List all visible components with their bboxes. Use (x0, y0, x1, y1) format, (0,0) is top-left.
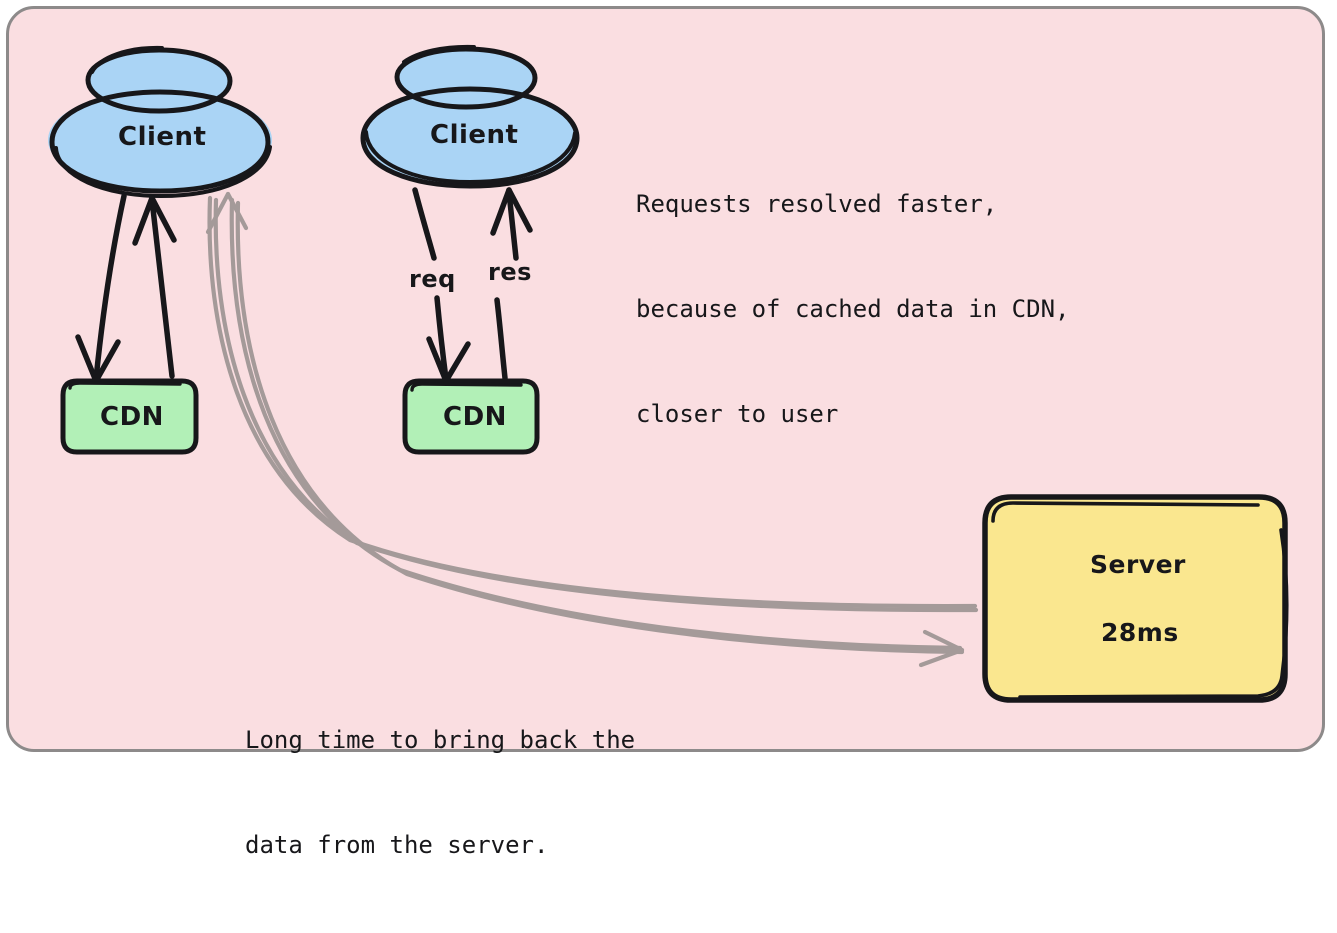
node-cdn-2-label: CDN (443, 402, 507, 432)
node-server-latency: 28ms (1101, 618, 1179, 647)
node-client-1-label: Client (118, 122, 207, 152)
node-cdn-1-label: CDN (100, 402, 164, 432)
edge-label-response: res (488, 258, 532, 286)
annotation-server-note-line-1: Long time to bring back the (245, 726, 636, 754)
annotation-cdn-note: Requests resolved faster, because of cac… (636, 117, 1069, 502)
diagram-canvas: Client Client CDN CDN Server 28ms req re… (6, 6, 1325, 859)
annotation-cdn-note-line-1: Requests resolved faster, (636, 190, 998, 218)
edge-label-request: req (409, 265, 456, 293)
annotation-cdn-note-line-2: because of cached data in CDN, (636, 295, 1070, 323)
annotation-cdn-note-line-3: closer to user (636, 400, 839, 428)
node-server-label: Server (1090, 550, 1186, 579)
annotation-server-note-line-2: data from the server. (245, 831, 549, 859)
node-client-2-label: Client (430, 120, 519, 150)
annotation-server-note: Long time to bring back the data from th… (245, 653, 635, 933)
